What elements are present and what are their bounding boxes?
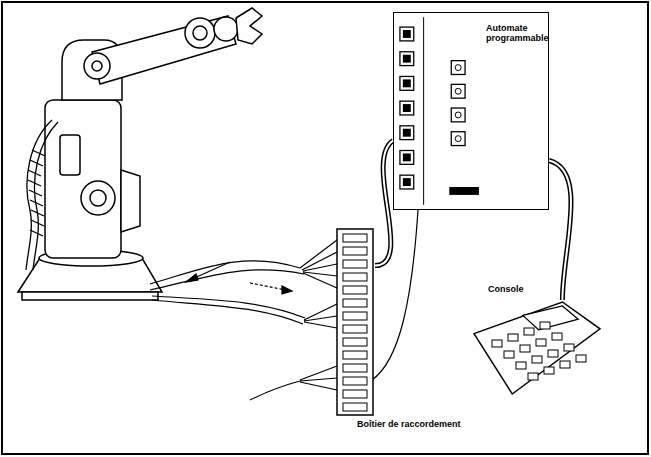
terminal <box>343 260 367 268</box>
console-key <box>560 361 570 368</box>
terminal <box>343 377 367 385</box>
terminal-screw <box>403 79 411 87</box>
console-key <box>576 355 586 362</box>
terminal <box>451 108 465 122</box>
console-display <box>523 306 578 330</box>
terminal <box>343 234 367 242</box>
terminal-screw <box>403 129 411 137</box>
terminal <box>343 390 367 398</box>
terminal-screw <box>455 112 461 118</box>
terminal-box-outline <box>335 228 375 416</box>
terminal <box>400 76 414 90</box>
panel-line <box>423 17 424 205</box>
terminal <box>343 338 367 346</box>
cable-outline <box>549 161 571 301</box>
terminal <box>343 286 367 294</box>
cable-connector <box>375 141 393 266</box>
terminal-screw <box>455 136 461 142</box>
flow-arrows <box>186 262 292 294</box>
console-key <box>552 333 562 340</box>
robot-hose <box>26 120 58 270</box>
console-key <box>536 339 546 346</box>
terminal <box>343 312 367 320</box>
terminal <box>400 27 414 41</box>
strip-body <box>337 229 373 415</box>
console-key <box>548 350 558 357</box>
node-label: Console <box>488 284 568 294</box>
robot-arm <box>18 8 262 300</box>
terminal <box>343 403 367 411</box>
console-key <box>504 351 514 358</box>
console-key <box>520 345 530 352</box>
terminal <box>343 299 367 307</box>
terminal <box>400 175 414 189</box>
cable-core <box>375 141 393 266</box>
robot-cables <box>150 210 418 400</box>
terminal-screw <box>455 88 461 94</box>
node-label: Automate programmable <box>486 23 544 43</box>
plc-box: Automate programmable <box>393 12 549 210</box>
terminal <box>451 132 465 146</box>
console-key <box>544 367 554 374</box>
terminal <box>400 101 414 115</box>
console-key <box>564 344 574 351</box>
console-key <box>508 334 518 341</box>
terminal-screw <box>455 65 461 71</box>
cable-outline <box>375 141 393 266</box>
console-node-outline <box>470 300 602 396</box>
console-key <box>532 356 542 363</box>
terminal-screw <box>403 30 411 38</box>
terminal-screw <box>403 153 411 161</box>
terminal <box>343 325 367 333</box>
node-label: Boîtier de raccordement <box>357 419 461 429</box>
terminal <box>343 364 367 372</box>
terminal-screw <box>403 104 411 112</box>
console-node: Console <box>470 300 602 396</box>
terminal <box>451 84 465 98</box>
terminal <box>343 273 367 281</box>
console-key <box>540 322 550 329</box>
terminal-screw <box>403 55 411 63</box>
console-key <box>524 328 534 335</box>
terminal-screw <box>403 178 411 186</box>
terminal <box>400 52 414 66</box>
terminal <box>451 61 465 75</box>
cable-core <box>549 161 571 301</box>
terminal <box>400 150 414 164</box>
console-key <box>528 373 538 380</box>
terminal <box>343 351 367 359</box>
terminal <box>343 247 367 255</box>
terminal <box>400 126 414 140</box>
status-plate <box>449 187 479 195</box>
terminal-box: Boîtier de raccordement <box>335 228 375 416</box>
console-key <box>492 340 502 347</box>
cable-connector <box>549 161 571 301</box>
console-key <box>516 362 526 369</box>
console-body <box>474 302 600 394</box>
